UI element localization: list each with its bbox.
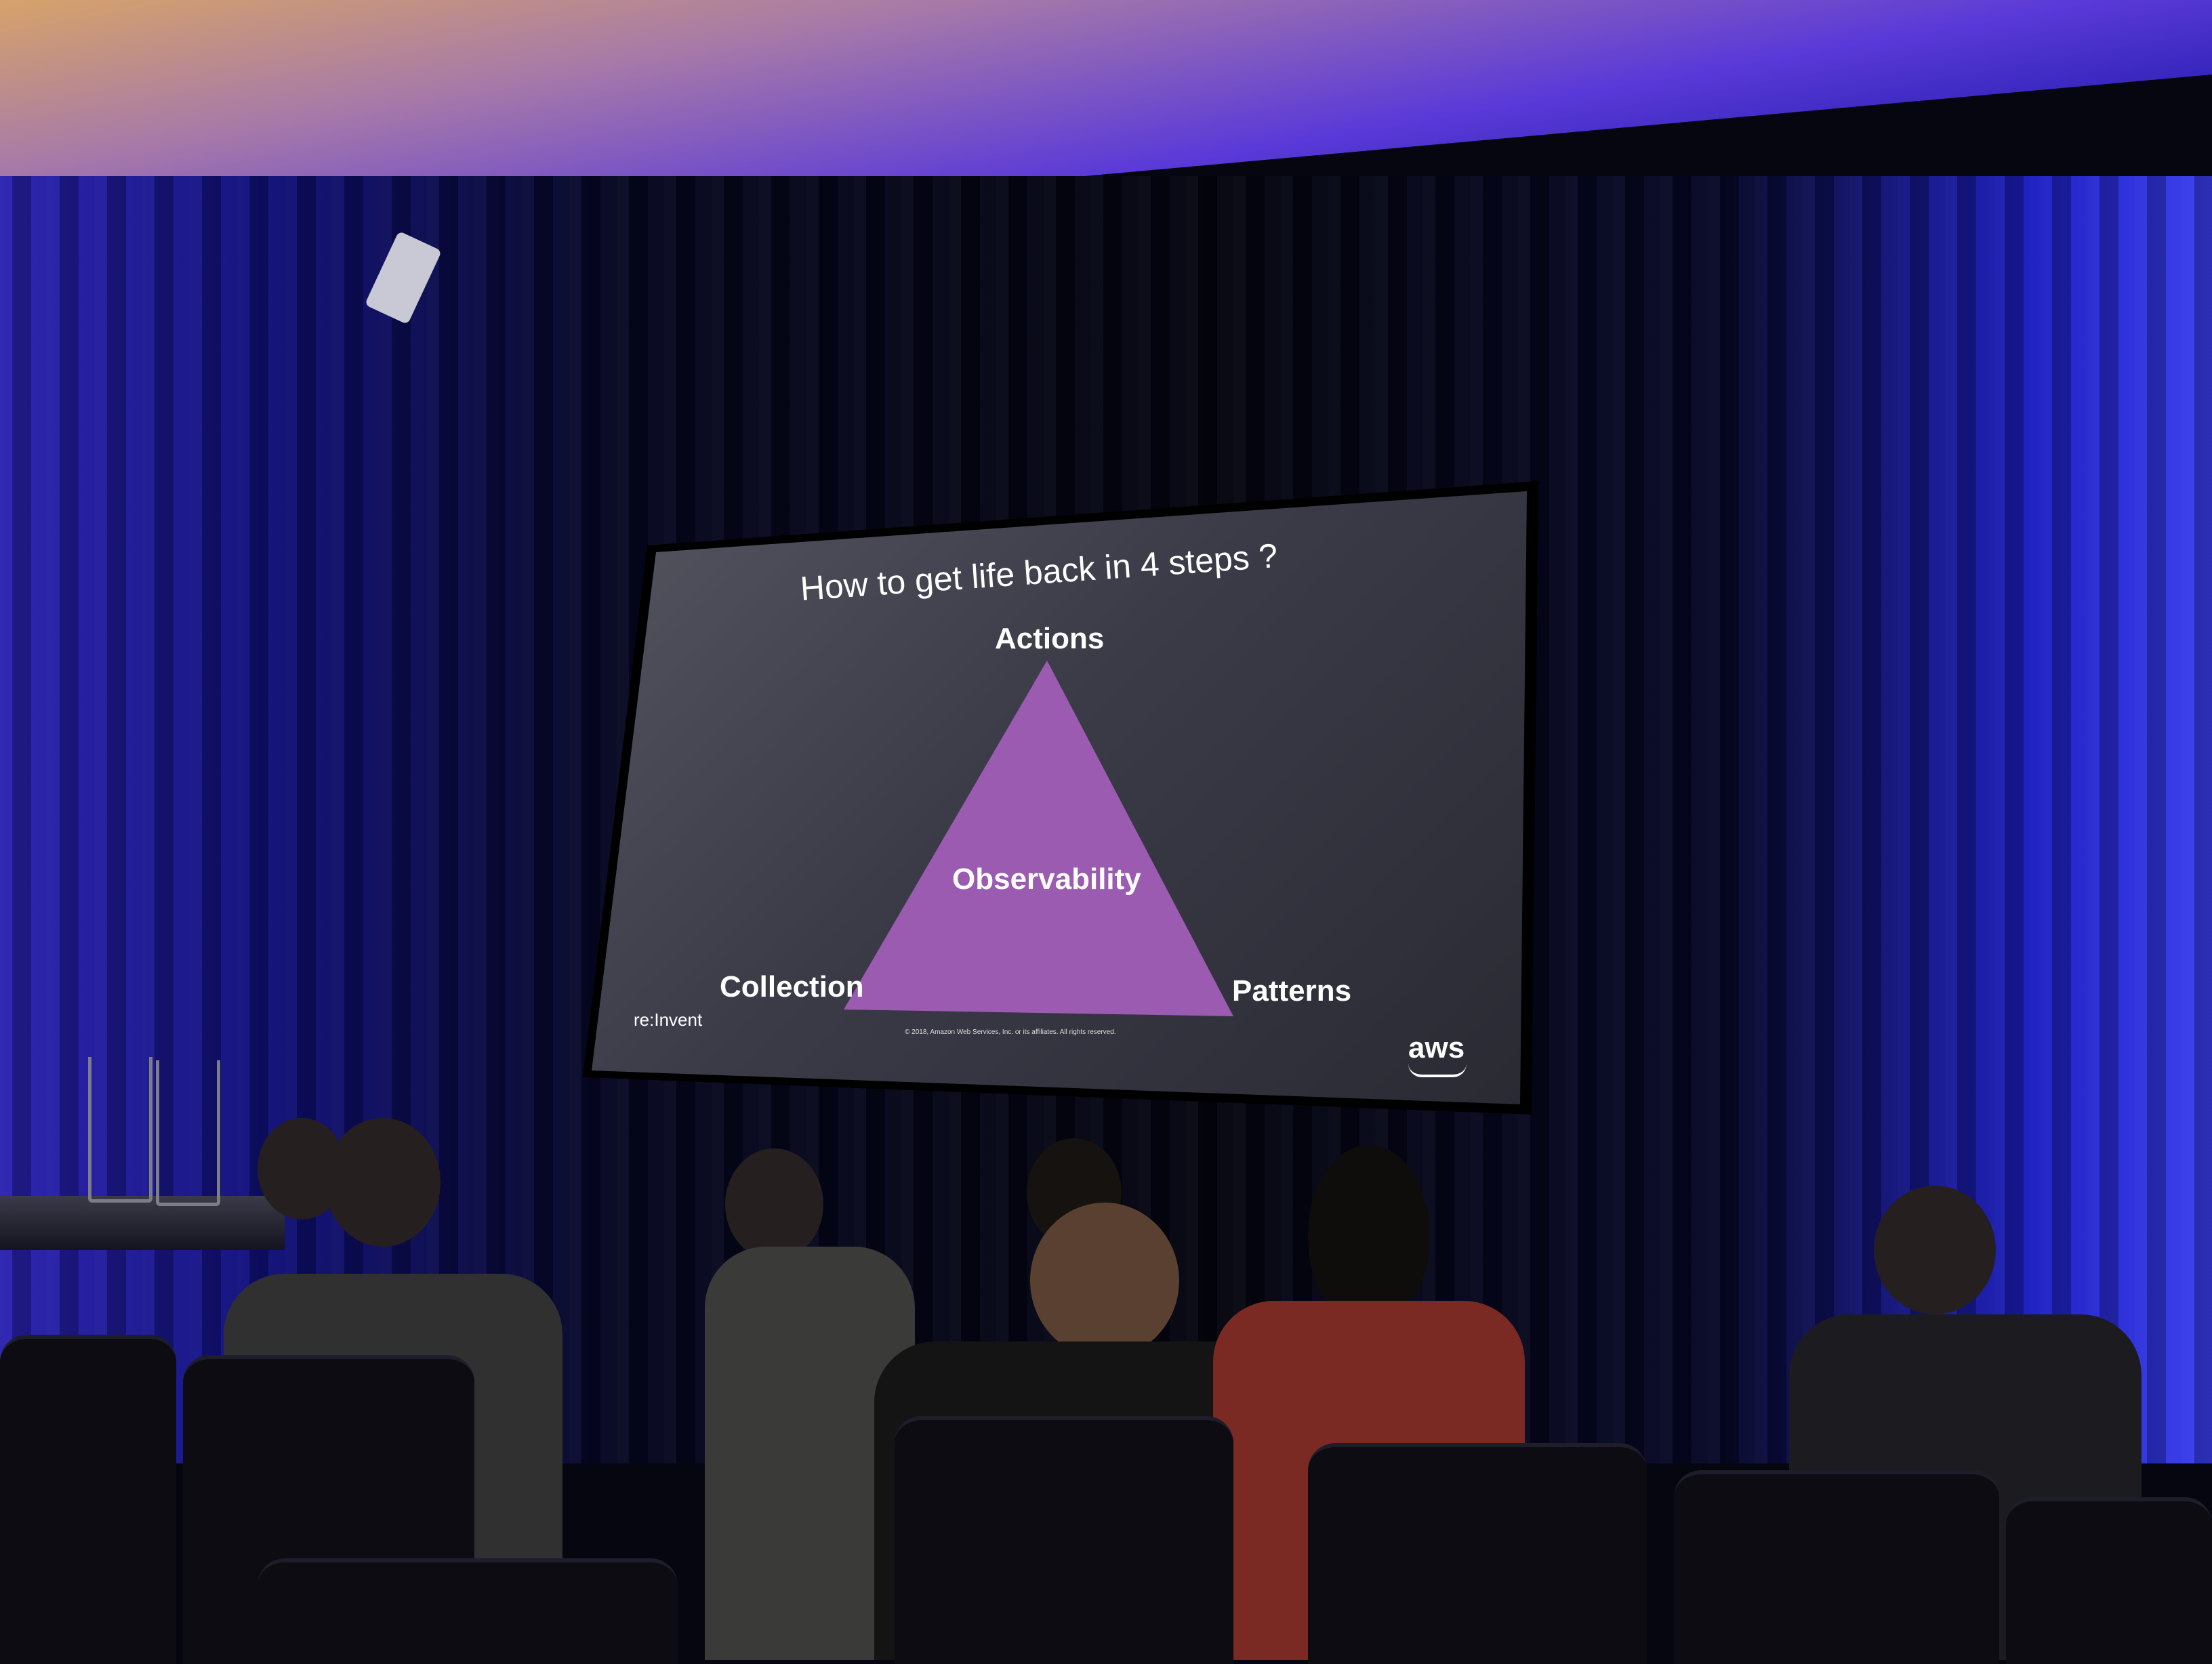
aws-logo: aws xyxy=(1408,1031,1465,1064)
audience-head xyxy=(325,1118,441,1247)
audience xyxy=(0,1118,2212,1664)
audience-seat xyxy=(258,1558,678,1664)
audience-seat xyxy=(1308,1443,1647,1664)
triangle-shape xyxy=(844,661,1233,1016)
reinvent-logo: re:Invent xyxy=(634,1010,703,1030)
label-collection: Collection xyxy=(720,970,864,1003)
stage-chair xyxy=(156,1060,220,1206)
label-observability: Observability xyxy=(952,862,1141,896)
audience-seat xyxy=(0,1335,176,1664)
audience-head xyxy=(725,1148,823,1260)
audience-seat xyxy=(2006,1497,2212,1664)
observability-triangle xyxy=(844,661,1233,1016)
audience-head xyxy=(1308,1145,1430,1328)
label-patterns: Patterns xyxy=(1232,974,1352,1007)
stage-chair xyxy=(88,1057,152,1203)
audience-seat xyxy=(895,1416,1233,1664)
audience-seat xyxy=(1674,1470,1999,1664)
audience-head xyxy=(1874,1186,1996,1314)
aws-smile-icon xyxy=(1408,1064,1467,1077)
stage-platform xyxy=(0,1196,285,1250)
label-actions: Actions xyxy=(995,622,1105,655)
audience-head xyxy=(1030,1203,1179,1358)
copyright-notice: © 2018, Amazon Web Services, Inc. or its… xyxy=(905,1028,1116,1036)
